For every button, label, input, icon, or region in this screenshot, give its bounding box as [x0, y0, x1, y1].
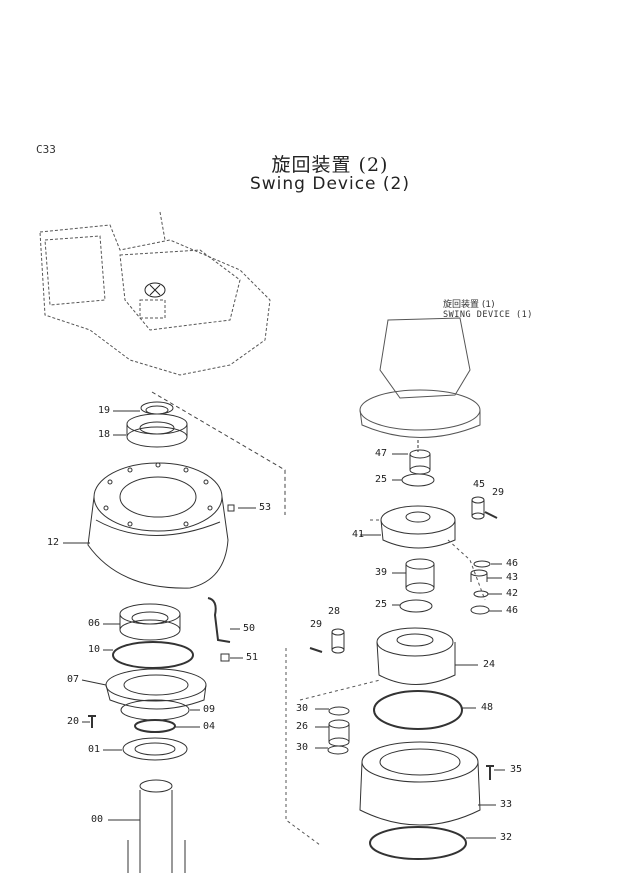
callout-04: 04	[203, 721, 216, 732]
callout-47: 47	[375, 448, 388, 459]
callout-06: 06	[88, 618, 101, 629]
callout-42: 42	[506, 588, 519, 599]
part-47-sun-gear	[409, 449, 431, 475]
page-title-japanese: 旋回装置 (2)	[271, 154, 389, 176]
swing-location-marker	[144, 282, 166, 298]
callout-26: 26	[296, 721, 309, 732]
callout-07: 07	[67, 674, 80, 685]
excavator-outline-sketch	[39, 211, 271, 376]
callout-48: 48	[481, 702, 494, 713]
part-25-thrust-washer	[399, 599, 433, 613]
callout-18: 18	[98, 429, 111, 440]
callout-28: 28	[328, 606, 341, 617]
part-00-shaft	[127, 779, 186, 873]
part-28-pin	[331, 628, 345, 654]
page-code: C33	[36, 143, 56, 156]
part-43-needle-bearing	[470, 569, 488, 582]
part-29-spring-pin	[484, 511, 498, 519]
callout-43: 43	[506, 572, 519, 583]
part-04-o-ring	[134, 719, 176, 733]
part-20-bolt	[88, 715, 96, 728]
part-12-housing	[87, 462, 229, 589]
callout-10: 10	[88, 644, 101, 655]
callout-50: 50	[243, 623, 256, 634]
callout-01: 01	[88, 744, 101, 755]
callout-35: 35	[510, 764, 523, 775]
reference-label-japanese: 旋回装置 (1)	[443, 300, 495, 310]
part-29-spring-pin	[309, 647, 323, 653]
part-18-bearing	[126, 413, 188, 448]
part-09-seal	[120, 699, 190, 721]
part-30-washer	[328, 706, 350, 716]
part-51-fitting	[220, 653, 230, 662]
callout-09: 09	[203, 704, 216, 715]
part-06-bearing	[119, 603, 181, 641]
callout-30: 30	[296, 742, 309, 753]
callout-45: 45	[473, 479, 486, 490]
part-48-o-ring	[373, 690, 463, 730]
part-32-o-ring	[369, 826, 467, 860]
part-26-planetary-gear	[328, 719, 350, 747]
callout-29: 29	[492, 487, 505, 498]
leader-line	[151, 391, 286, 515]
callout-29: 29	[310, 619, 323, 630]
callout-46: 46	[506, 605, 519, 616]
callout-leaders	[63, 410, 505, 839]
callout-25: 25	[375, 599, 388, 610]
part-25-thrust-washer	[401, 473, 435, 487]
callout-30: 30	[296, 703, 309, 714]
page-title-english: Swing Device (2)	[249, 174, 410, 194]
part-19-retaining-ring	[140, 401, 174, 415]
part-42-gear	[473, 590, 489, 598]
callout-51: 51	[246, 652, 259, 663]
part-01-seal-ring	[122, 737, 188, 761]
part-33-ring-gear	[359, 741, 481, 826]
part-30-washer	[327, 745, 349, 755]
callout-32: 32	[500, 832, 513, 843]
callout-46: 46	[506, 558, 519, 569]
part-39-planetary-gear	[405, 558, 435, 594]
callout-41: 41	[352, 529, 365, 540]
part-35-bolt	[486, 765, 494, 780]
part-41-carrier	[380, 505, 456, 549]
part-07-flange	[105, 668, 207, 710]
part-10-o-ring	[112, 641, 194, 669]
callout-20: 20	[67, 716, 80, 727]
callout-25: 25	[375, 474, 388, 485]
callout-39: 39	[375, 567, 388, 578]
callout-19: 19	[98, 405, 111, 416]
part-46-washer	[473, 560, 491, 568]
part-46-washer	[470, 605, 490, 615]
reference-label-english: SWING DEVICE (1)	[443, 310, 533, 320]
callout-53: 53	[259, 502, 272, 513]
callout-24: 24	[483, 659, 496, 670]
part-50-hose	[207, 597, 231, 643]
part-45-pin	[471, 496, 485, 520]
part-24-carrier	[376, 627, 456, 685]
callout-00: 00	[91, 814, 104, 825]
swing-device-1-sketch	[359, 317, 481, 438]
callout-33: 33	[500, 799, 513, 810]
part-53-plug	[227, 504, 235, 512]
callout-12: 12	[47, 537, 60, 548]
